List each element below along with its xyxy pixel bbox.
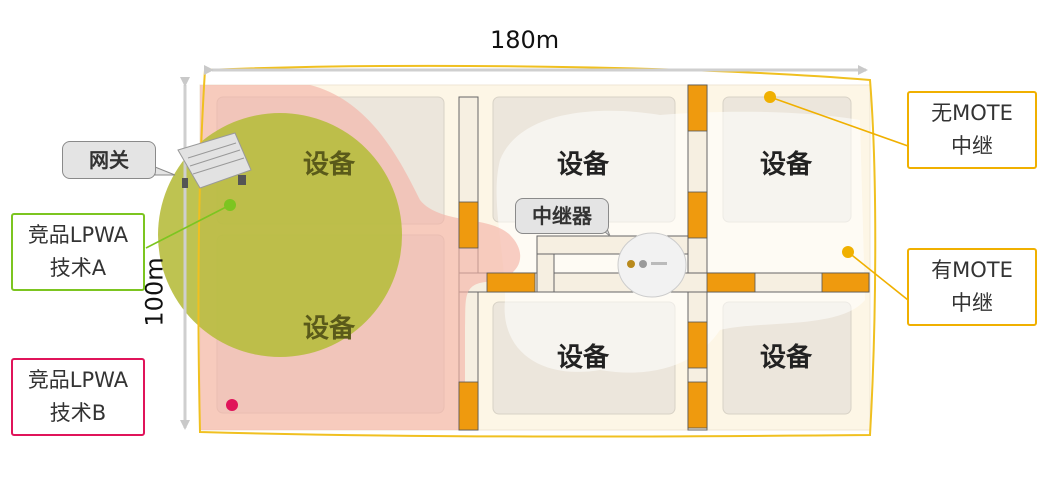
width-dimension-label: 180m [490, 26, 560, 54]
device-label-bottom-mid: 设备 [557, 343, 610, 373]
leader-lines [145, 91, 909, 411]
device-label-top-right: 设备 [760, 150, 813, 180]
device-label-mid-left: 设备 [303, 314, 356, 344]
repeater-device-icon [617, 232, 687, 298]
orange-blocks [458, 84, 870, 431]
aisle-vertical-right [687, 84, 708, 431]
no-mote-relay-callout: 无MOTE 中继 [907, 91, 1037, 169]
gateway-callout: 网关 [62, 141, 156, 179]
gateway-bubble-tail [154, 166, 176, 176]
gateway-device-icon [177, 132, 252, 189]
device-label-top-mid: 设备 [557, 150, 610, 180]
lpwa-a-callout: 竞品LPWA 技术A [11, 213, 145, 291]
with-mote-relay-callout: 有MOTE 中继 [907, 248, 1037, 326]
device-label-bottom-right: 设备 [760, 343, 813, 373]
device-label-top-left: 设备 [303, 150, 356, 180]
repeater-callout: 中继器 [515, 198, 609, 234]
lpwa-b-callout: 竞品LPWA 技术B [11, 358, 145, 436]
